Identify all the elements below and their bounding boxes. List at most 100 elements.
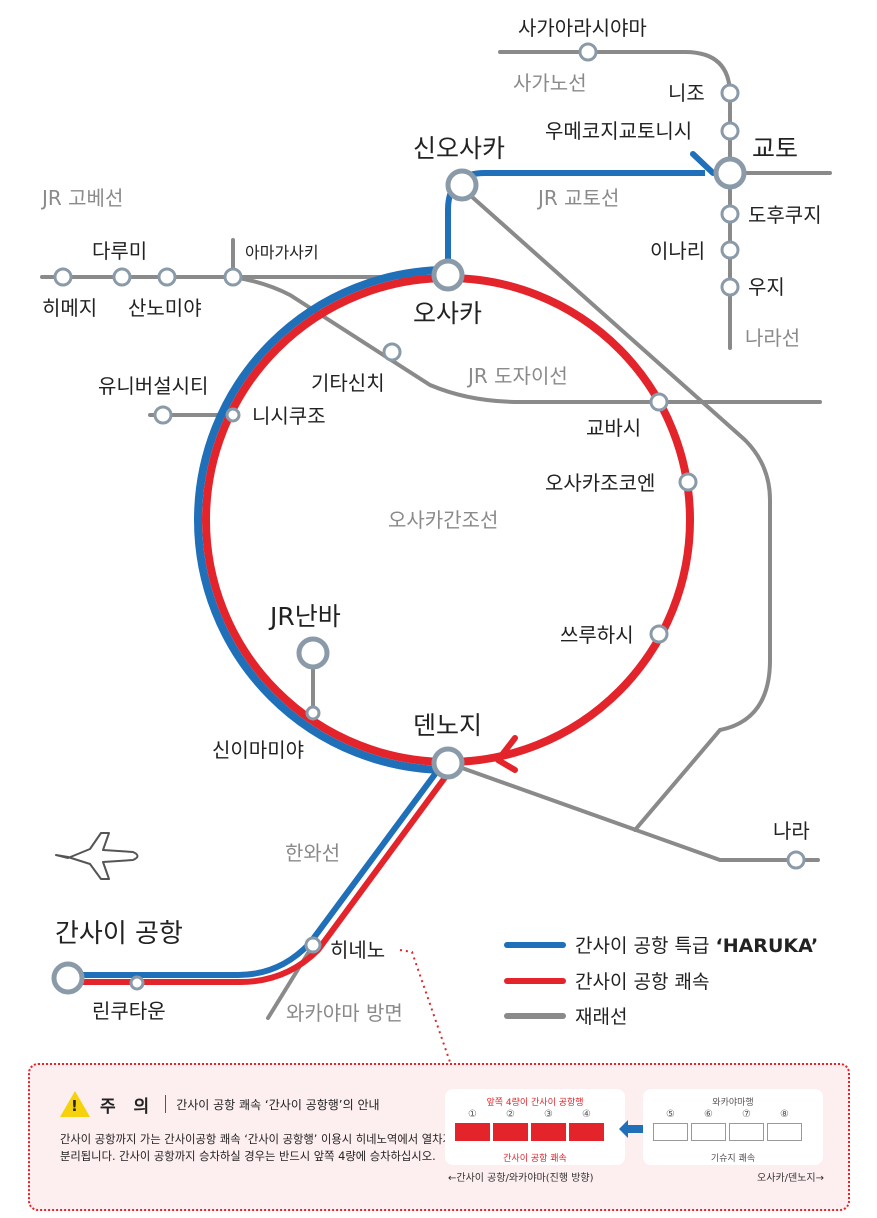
- label-nara: 나라: [773, 819, 810, 843]
- station-inari: [720, 240, 740, 260]
- car-number: ⑧: [780, 1109, 789, 1120]
- stations-small: [53, 42, 806, 991]
- station-nara: [786, 850, 806, 870]
- warning-symbol: !: [71, 1097, 78, 1115]
- label-hanwa-line: 한와선: [285, 841, 340, 865]
- train-rear-diagram: 와카야마행 ⑤ ⑥ ⑦ ⑧ 기슈지 쾌속: [643, 1089, 823, 1165]
- airplane-icon: [55, 832, 139, 880]
- station-nijo: [720, 83, 740, 103]
- label-tozai-line: JR 도자이선: [466, 364, 568, 388]
- car-number: ②: [506, 1109, 515, 1120]
- label-nijo: 니조: [668, 81, 705, 105]
- legend: 간사이 공항 특급 ‘HARUKA’ 간사이 공항 쾌속 재래선: [504, 935, 818, 1028]
- direction-left: ←간사이 공항/와카야마(진행 방향): [448, 1173, 594, 1184]
- station-kyobashi: [649, 392, 669, 412]
- line-labels: 사가노선 JR 고베선 JR 교토선 JR 도자이선 나라선 오사카간조선 한와…: [40, 71, 800, 1025]
- notice-body: 간사이 공항까지 가는 간사이공항 쾌속 ‘간사이 공항행’ 이용시 히네노역에…: [60, 1133, 453, 1163]
- train-car: [455, 1123, 490, 1141]
- notice-box: ! 주 의 간사이 공항 쾌속 ‘간사이 공항행’의 안내 간사이 공항까지 가…: [28, 1063, 850, 1211]
- label-sannomiya: 산노미야: [128, 296, 202, 320]
- station-shinosaka: [445, 168, 479, 202]
- label-jrnamba: JR난바: [268, 602, 341, 631]
- train-car: [767, 1123, 802, 1141]
- label-umekoji: 우메코지교토니시: [545, 119, 692, 143]
- legend-local-label: 재래선: [575, 1006, 627, 1028]
- notice-divider: [165, 1095, 167, 1113]
- label-inari: 이나리: [650, 239, 705, 263]
- label-nishikujo: 니시쿠조: [252, 404, 326, 428]
- rear-caption: 와카야마행: [712, 1098, 754, 1108]
- train-car: [531, 1123, 566, 1141]
- label-sagano-line: 사가노선: [513, 71, 587, 95]
- station-labels: 사가아라시야마 니조 우메코지교토니시 교토 도후쿠지 이나리 우지 신오사카 …: [42, 16, 822, 1023]
- station-osaka: [431, 258, 465, 292]
- direction-right: 오사카/덴노지→: [757, 1173, 824, 1184]
- rear-footer: 기슈지 쾌속: [710, 1154, 756, 1164]
- station-kix: [51, 961, 85, 995]
- label-kix: 간사이 공항: [55, 919, 183, 949]
- train-car: [729, 1123, 764, 1141]
- train-car: [493, 1123, 528, 1141]
- front-caption: 앞쪽 4량이 간사이 공항행: [486, 1098, 584, 1108]
- label-uji: 우지: [748, 275, 785, 299]
- front-cars: [455, 1123, 604, 1141]
- station-kyoto: [713, 156, 747, 190]
- label-amagasaki: 아마가사키: [245, 243, 319, 262]
- stations-major: [51, 156, 747, 995]
- label-tennoji: 덴노지: [413, 711, 482, 740]
- label-nara-line: 나라선: [745, 326, 800, 350]
- car-number: ⑤: [666, 1109, 675, 1120]
- label-osaka: 오사카: [413, 299, 482, 328]
- front-car-numbers: ① ② ③ ④: [455, 1109, 604, 1120]
- rear-cars: [653, 1123, 802, 1141]
- station-tsuruhashi: [649, 624, 669, 644]
- label-kyobashi: 교바시: [586, 416, 641, 440]
- car-number: ④: [582, 1109, 591, 1120]
- rear-car-numbers: ⑤ ⑥ ⑦ ⑧: [653, 1109, 802, 1120]
- station-tofukuji: [720, 204, 740, 224]
- label-himeji: 히메지: [42, 296, 97, 320]
- tozai-line-track: [231, 275, 822, 404]
- car-number: ③: [544, 1109, 553, 1120]
- nara-east-track: [446, 761, 820, 862]
- station-jrnamba: [296, 636, 330, 670]
- station-amagasaki: [223, 267, 243, 287]
- station-himeji: [53, 267, 73, 287]
- station-kitashinchi: [382, 342, 402, 362]
- legend-haruka-name: ‘HARUKA’: [715, 935, 818, 957]
- notice-subtitle: 간사이 공항 쾌속 ‘간사이 공항행’의 안내: [176, 1097, 380, 1112]
- car-number: ①: [468, 1109, 477, 1120]
- label-kitashinchi: 기타신치: [311, 371, 385, 395]
- car-number: ⑦: [742, 1109, 751, 1120]
- label-tsuruhashi: 쓰루하시: [560, 623, 634, 647]
- station-rinku: [129, 975, 145, 991]
- hanwa-rapid: [68, 766, 455, 985]
- label-hineno: 히네노: [330, 938, 385, 962]
- haruka-arrow: [690, 151, 716, 176]
- yamatoji-line-track: [460, 186, 772, 832]
- label-tarumi: 다루미: [92, 239, 147, 263]
- svg-text:간사이 공항 특급 ‘HARUKA’: 간사이 공항 특급 ‘HARUKA’: [575, 935, 818, 957]
- label-usj: 유니버설시티: [98, 374, 208, 398]
- label-loop-line: 오사카간조선: [388, 508, 498, 532]
- notice-pointer: [399, 949, 451, 1063]
- station-usj: [153, 405, 173, 425]
- station-tennoji: [431, 746, 465, 780]
- label-tofukuji: 도후쿠지: [748, 203, 822, 227]
- train-car: [569, 1123, 604, 1141]
- label-shinimamiya: 신이마미야: [212, 738, 304, 762]
- notice-header: ! 주 의 간사이 공항 쾌속 ‘간사이 공항행’의 안내: [60, 1091, 380, 1117]
- legend-rapid-label: 간사이 공항 쾌속: [575, 971, 709, 993]
- local-lines: [40, 50, 832, 1020]
- label-kyoto-line: JR 교토선: [536, 186, 619, 210]
- station-sagaarashiyama: [578, 42, 598, 62]
- station-tarumi: [112, 267, 132, 287]
- loop-line-haruka: [194, 266, 449, 774]
- label-kobe-line: JR 고베선: [40, 186, 123, 210]
- label-osakajokoen: 오사카조코엔: [545, 471, 655, 495]
- station-hineno: [304, 936, 322, 954]
- station-uji: [720, 277, 740, 297]
- station-osakajokoen: [678, 472, 698, 492]
- label-rinku: 린쿠타운: [92, 999, 166, 1023]
